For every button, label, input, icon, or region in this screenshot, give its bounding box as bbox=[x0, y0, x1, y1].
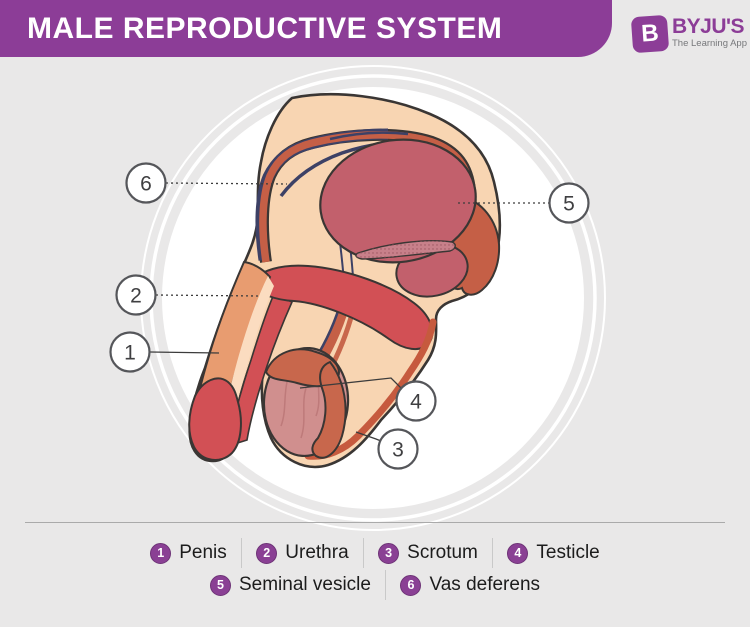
penis-inner-lining bbox=[223, 276, 274, 428]
leader-line-2 bbox=[155, 294, 259, 297]
callout-2-number: 2 bbox=[130, 285, 142, 308]
page-title: MALE REPRODUCTIVE SYSTEM bbox=[27, 11, 503, 45]
legend-item-seminal-vesicle: 5 Seminal vesicle bbox=[209, 574, 371, 596]
scrotum-wall bbox=[304, 318, 437, 460]
callout-5: 5 bbox=[548, 182, 590, 224]
callout-3-number: 3 bbox=[392, 439, 404, 462]
leader-line-1 bbox=[149, 351, 220, 354]
callout-2: 2 bbox=[115, 274, 157, 316]
logo-brand-text: BYJU'S bbox=[672, 15, 745, 38]
legend-item-urethra: 2 Urethra bbox=[256, 542, 349, 564]
legend-divider-rule bbox=[25, 522, 725, 523]
leader-line-6 bbox=[165, 182, 288, 185]
ejaculatory-duct bbox=[355, 240, 456, 260]
callout-4: 4 bbox=[395, 380, 437, 422]
legend-label-scrotum: Scrotum bbox=[407, 542, 478, 563]
legend-label-testicle: Testicle bbox=[536, 542, 600, 563]
logo-tagline: The Learning App bbox=[672, 38, 748, 49]
callout-1: 1 bbox=[109, 331, 151, 373]
legend-badge-1: 1 bbox=[150, 542, 172, 564]
legend-item-scrotum: 3 Scrotum bbox=[378, 542, 478, 564]
legend-badge-6: 6 bbox=[400, 574, 422, 596]
callout-6-number: 6 bbox=[140, 173, 152, 196]
epididymis bbox=[264, 348, 347, 459]
legend-label-seminal-vesicle: Seminal vesicle bbox=[238, 574, 371, 595]
bladder bbox=[319, 138, 477, 264]
legend-item-testicle: 4 Testicle bbox=[507, 542, 600, 564]
legend-badge-2: 2 bbox=[256, 542, 278, 564]
legend-separator bbox=[362, 538, 365, 568]
legend-label-penis: Penis bbox=[179, 542, 227, 563]
callout-5-number: 5 bbox=[563, 193, 575, 216]
legend-item-penis: 1 Penis bbox=[150, 542, 227, 564]
legend-row-2: 5 Seminal vesicle 6 Vas deferens bbox=[0, 570, 750, 600]
header-banner: MALE REPRODUCTIVE SYSTEM bbox=[0, 0, 612, 57]
byjus-logo: B BYJU'S The Learning App bbox=[630, 14, 748, 54]
callout-3: 3 bbox=[377, 428, 419, 470]
legend-badge-4: 4 bbox=[507, 542, 529, 564]
legend-separator bbox=[491, 538, 494, 568]
legend-badge-5: 5 bbox=[209, 574, 231, 596]
legend-label-urethra: Urethra bbox=[285, 542, 349, 563]
callout-6: 6 bbox=[125, 162, 167, 204]
glans bbox=[188, 377, 242, 461]
legend-badge-3: 3 bbox=[378, 542, 400, 564]
legend-separator bbox=[384, 570, 387, 600]
callout-4-number: 4 bbox=[410, 391, 422, 414]
legend-item-vas-deferens: 6 Vas deferens bbox=[400, 574, 540, 596]
legend-row-1: 1 Penis 2 Urethra 3 Scrotum 4 Testicle bbox=[0, 538, 750, 568]
legend-label-vas-deferens: Vas deferens bbox=[429, 574, 541, 595]
legend-separator bbox=[240, 538, 243, 568]
leader-line-4 bbox=[299, 377, 403, 390]
callout-1-number: 1 bbox=[124, 342, 136, 365]
